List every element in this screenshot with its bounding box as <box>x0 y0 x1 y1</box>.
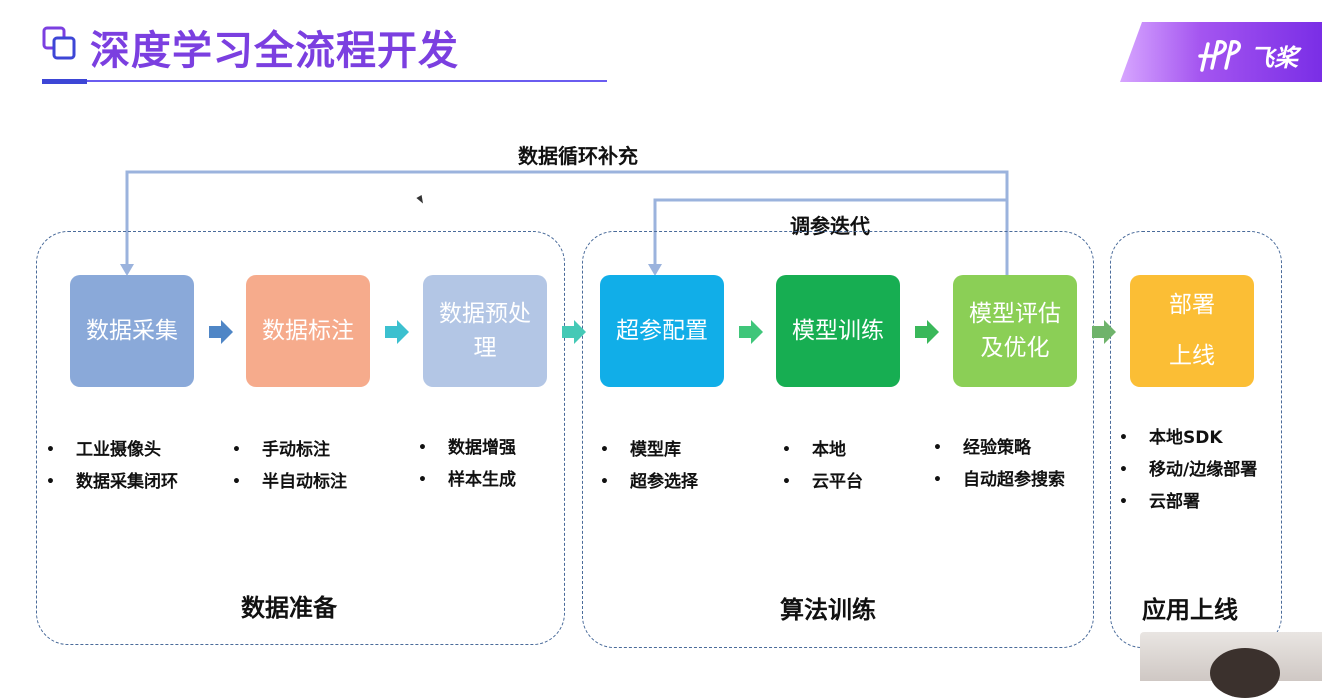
loop-connectors <box>120 170 1009 278</box>
bullet-list-evaluation: 经验策略 自动超参搜索 <box>933 432 1065 496</box>
title-underline <box>42 80 607 82</box>
tuning-loop-label: 调参迭代 <box>790 214 870 238</box>
page-title: 深度学习全流程开发 <box>90 28 459 74</box>
list-item: 云平台 <box>782 466 863 498</box>
right-arrow-icon <box>562 320 586 344</box>
tuning-loop-line <box>653 198 1007 272</box>
step-label: 模型训练 <box>792 317 884 344</box>
data-loop-label: 数据循环补充 <box>518 144 638 168</box>
list-item: 超参选择 <box>600 466 698 498</box>
list-item: 手动标注 <box>232 434 347 466</box>
step-data-collection: 数据采集 <box>70 275 194 387</box>
bullet-list-hyperparam: 模型库 超参选择 <box>600 434 698 498</box>
group-label-deployment: 应用上线 <box>1142 596 1238 624</box>
bullet-list-data-labeling: 手动标注 半自动标注 <box>232 434 347 498</box>
list-item: 数据采集闭环 <box>46 466 178 498</box>
title-underline-accent <box>42 79 87 84</box>
list-item: 工业摄像头 <box>46 434 178 466</box>
group-data-prep <box>36 231 565 645</box>
right-arrow-icon <box>385 320 409 344</box>
step-model-training: 模型训练 <box>776 275 900 387</box>
step-deployment: 部署上线 <box>1130 275 1254 387</box>
title-squares-icon <box>42 26 76 60</box>
step-label: 数据标注 <box>262 317 354 344</box>
bullet-list-preprocessing: 数据增强 样本生成 <box>418 432 516 496</box>
data-loop-line <box>125 170 1009 278</box>
bullet-list-training: 本地 云平台 <box>782 434 863 498</box>
bullet-list-data-collection: 工业摄像头 数据采集闭环 <box>46 434 178 498</box>
bullet-list-deployment: 本地SDK 移动/边缘部署 云部署 <box>1119 422 1257 518</box>
right-arrow-icon <box>1092 320 1116 344</box>
list-item: 样本生成 <box>418 464 516 496</box>
step-data-labeling: 数据标注 <box>246 275 370 387</box>
presenter-head <box>1210 648 1280 698</box>
group-label-training: 算法训练 <box>780 596 876 624</box>
step-hyperparam-config: 超参配置 <box>600 275 724 387</box>
paddle-logo-icon <box>1198 40 1241 72</box>
step-label: 部署上线 <box>1169 292 1215 369</box>
right-arrow-icon <box>739 320 763 344</box>
list-item: 移动/边缘部署 <box>1119 454 1257 486</box>
step-preprocessing: 数据预处理 <box>423 275 547 387</box>
right-arrow-icon <box>209 320 233 344</box>
list-item: 数据增强 <box>418 432 516 464</box>
step-label: 数据预处理 <box>439 300 531 362</box>
list-item: 经验策略 <box>933 432 1065 464</box>
group-label-data-prep: 数据准备 <box>241 594 337 622</box>
list-item: 本地SDK <box>1119 422 1257 454</box>
step-model-evaluation: 模型评估及优化 <box>953 275 1077 387</box>
list-item: 模型库 <box>600 434 698 466</box>
right-arrow-icon <box>915 320 939 344</box>
list-item: 云部署 <box>1119 486 1257 518</box>
step-label: 超参配置 <box>616 317 708 344</box>
list-item: 自动超参搜索 <box>933 464 1065 496</box>
list-item: 半自动标注 <box>232 466 347 498</box>
step-label: 模型评估及优化 <box>969 300 1061 362</box>
step-label: 数据采集 <box>86 317 178 344</box>
logo-text: 飞桨 <box>1250 44 1298 72</box>
list-item: 本地 <box>782 434 863 466</box>
group-training <box>582 231 1094 648</box>
